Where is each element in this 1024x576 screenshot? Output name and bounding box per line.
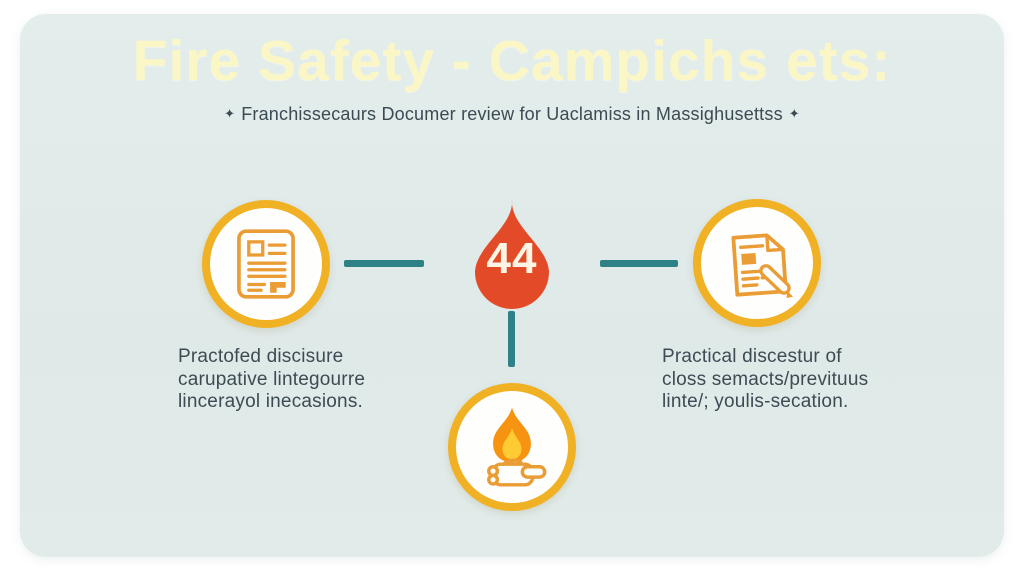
- drop-value: 44: [486, 234, 538, 283]
- connector-line-down: [508, 311, 515, 367]
- caption-right: Practical discestur of closs semacts/pre…: [662, 346, 927, 414]
- connector-line-right: [600, 260, 678, 267]
- node-document-disclosure: [202, 200, 330, 328]
- caption-left-line: Practofed discisure: [178, 346, 344, 367]
- node-document-review: [693, 199, 821, 327]
- connector-line-left: [344, 260, 424, 267]
- caption-left-line: carupative lintegourre: [178, 368, 366, 390]
- diamond-icon: ✦: [224, 106, 236, 121]
- subtitle-text: Franchissecaurs Documer review for Uacla…: [241, 104, 783, 124]
- page-title: Fire Safety - Campichs ets:: [132, 29, 892, 93]
- caption-right-line: Practical discestur of: [662, 346, 842, 367]
- fire-drop-shape: [475, 200, 549, 309]
- flame-hand-icon: [487, 407, 547, 487]
- document-pencil-icon: [731, 233, 794, 298]
- caption-left: Practofed discisure carupative lintegour…: [178, 346, 428, 414]
- diamond-icon: ✦: [788, 106, 800, 121]
- caption-left-line: lincerayol inecasions.: [178, 391, 363, 412]
- document-lines-icon: [237, 229, 295, 299]
- caption-right-line: linte/; youlis-secation.: [662, 391, 849, 412]
- subtitle: ✦ Franchissecaurs Documer review for Uacl…: [0, 104, 1024, 125]
- caption-right-line: closs semacts/prevituus: [662, 368, 869, 390]
- node-fire-safety: [448, 383, 576, 511]
